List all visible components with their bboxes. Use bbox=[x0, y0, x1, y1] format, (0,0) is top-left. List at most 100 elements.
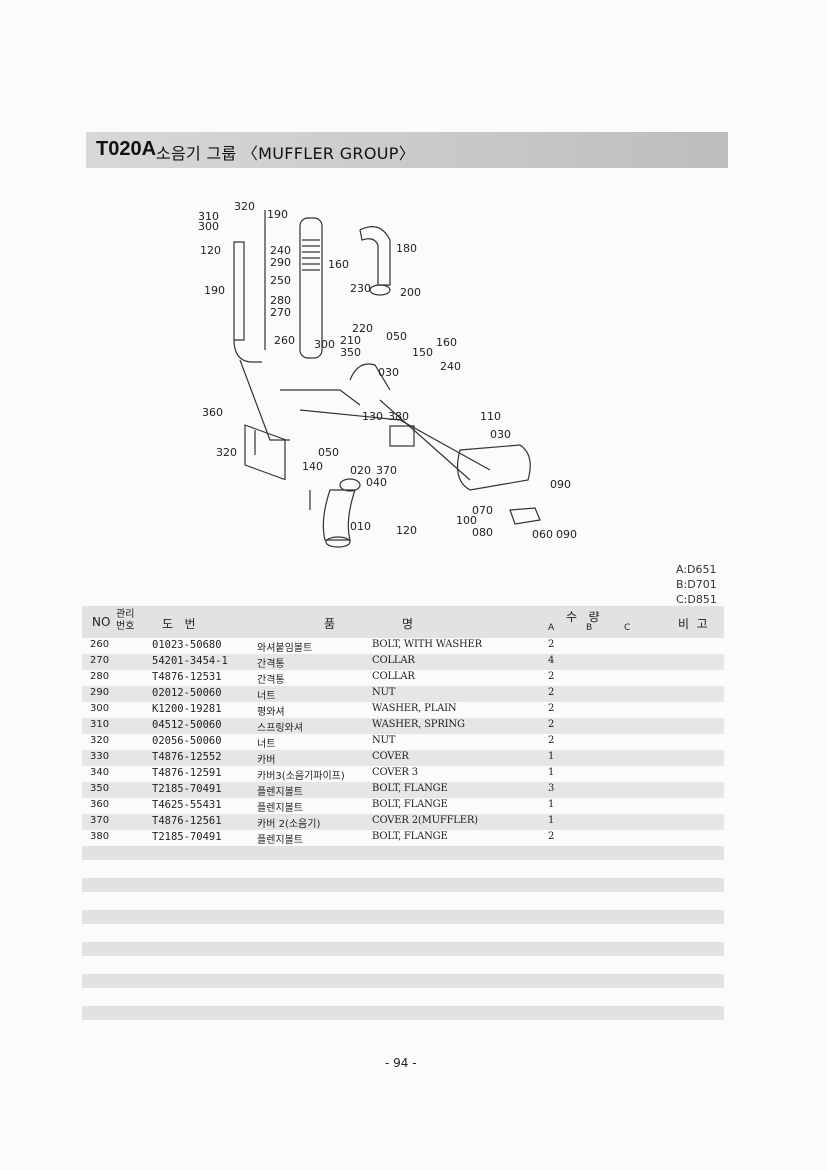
svg-text:310: 310 bbox=[198, 210, 219, 223]
tail-clamp bbox=[369, 284, 391, 296]
svg-text:230: 230 bbox=[350, 282, 371, 295]
svg-text:060: 060 bbox=[532, 528, 553, 541]
page-number: - 94 - bbox=[385, 1056, 417, 1070]
row-english-name: BOLT, WITH WASHER bbox=[372, 639, 482, 650]
row-english-name: COVER 3 bbox=[372, 767, 418, 778]
exhaust-pipe-left bbox=[233, 241, 245, 341]
elbow-pipe bbox=[322, 489, 356, 541]
section-title-bar: T020A 소음기 그룹 〈MUFFLER GROUP〉 bbox=[86, 132, 728, 168]
row-part-number: T4876-12561 bbox=[152, 815, 222, 827]
svg-text:190: 190 bbox=[267, 208, 288, 221]
svg-text:120: 120 bbox=[200, 244, 221, 257]
svg-text:300: 300 bbox=[314, 338, 335, 351]
row-part-number: 54201-3454-1 bbox=[152, 655, 228, 667]
table-row: 300 K1200-19281 평와셔 WASHER, PLAIN 2 bbox=[82, 702, 724, 718]
svg-text:350: 350 bbox=[340, 346, 361, 359]
row-part-number: T4876-12591 bbox=[152, 767, 222, 779]
pipe-curve bbox=[349, 363, 391, 391]
row-korean-name: 카버 2(소음기) bbox=[257, 819, 321, 830]
model-c: C:D851 bbox=[676, 593, 717, 606]
svg-text:110: 110 bbox=[480, 410, 501, 423]
model-a: A:D651 bbox=[676, 563, 717, 576]
svg-text:360: 360 bbox=[202, 406, 223, 419]
bracket-right bbox=[509, 507, 541, 525]
section-code: T020A bbox=[96, 138, 157, 160]
row-qty-a: 2 bbox=[548, 719, 555, 730]
svg-text:020: 020 bbox=[350, 464, 371, 477]
row-no: 330 bbox=[90, 751, 110, 762]
row-qty-a: 2 bbox=[548, 703, 555, 714]
svg-text:370: 370 bbox=[376, 464, 397, 477]
row-qty-a: 2 bbox=[548, 639, 555, 650]
row-korean-name: 플렌지볼트 bbox=[257, 803, 303, 814]
row-korean-name: 카버 bbox=[257, 755, 276, 766]
row-korean-name: 플렌지볼트 bbox=[257, 835, 303, 846]
section-title: 소음기 그룹 〈MUFFLER GROUP〉 bbox=[156, 144, 415, 163]
blank-row-band bbox=[82, 1006, 724, 1020]
svg-text:130: 130 bbox=[362, 410, 383, 423]
svg-text:300: 300 bbox=[198, 220, 219, 233]
svg-text:030: 030 bbox=[490, 428, 511, 441]
row-part-number: K1200-19281 bbox=[152, 703, 222, 715]
svg-text:100: 100 bbox=[456, 514, 477, 527]
blank-row-band bbox=[82, 974, 724, 988]
header-drawing: 도 번 bbox=[162, 617, 196, 631]
row-part-number: 02012-50060 bbox=[152, 687, 222, 699]
table-row: 370 T4876-12561 카버 2(소음기) COVER 2(MUFFLER) 1 bbox=[82, 814, 724, 830]
row-part-number: 01023-50680 bbox=[152, 639, 222, 651]
row-korean-name: 와셔붙임볼트 bbox=[257, 643, 313, 654]
row-no: 360 bbox=[90, 799, 110, 810]
row-part-number: 04512-50060 bbox=[152, 719, 222, 731]
pipe-elbow-left bbox=[233, 339, 262, 363]
muffler-drum bbox=[457, 444, 531, 491]
svg-text:050: 050 bbox=[386, 330, 407, 343]
model-b: B:D701 bbox=[676, 578, 717, 591]
header-qty-a: A bbox=[548, 623, 555, 633]
table-row: 260 01023-50680 와셔붙임볼트 BOLT, WITH WASHER 2 bbox=[82, 638, 724, 654]
row-korean-name: 너트 bbox=[257, 739, 276, 750]
svg-text:150: 150 bbox=[412, 346, 433, 359]
row-no: 300 bbox=[90, 703, 110, 714]
header-name: 명 bbox=[402, 617, 414, 631]
row-qty-a: 2 bbox=[548, 735, 555, 746]
row-korean-name: 너트 bbox=[257, 691, 276, 702]
svg-text:290: 290 bbox=[270, 256, 291, 269]
svg-text:120: 120 bbox=[396, 524, 417, 537]
row-english-name: COVER 2(MUFFLER) bbox=[372, 815, 478, 826]
muffler-tube bbox=[299, 217, 323, 359]
svg-text:070: 070 bbox=[472, 504, 493, 517]
row-no: 370 bbox=[90, 815, 110, 826]
row-korean-name: 카버3(소음기파이프) bbox=[257, 771, 345, 782]
row-english-name: WASHER, PLAIN bbox=[372, 703, 457, 714]
row-no: 290 bbox=[90, 687, 110, 698]
svg-text:210: 210 bbox=[340, 334, 361, 347]
svg-text:240: 240 bbox=[270, 244, 291, 257]
row-part-number: T2185-70491 bbox=[152, 783, 222, 795]
row-no: 350 bbox=[90, 783, 110, 794]
svg-text:220: 220 bbox=[352, 322, 373, 335]
row-korean-name: 간격통 bbox=[257, 675, 285, 686]
svg-text:090: 090 bbox=[550, 478, 571, 491]
row-english-name: BOLT, FLANGE bbox=[372, 799, 448, 810]
svg-text:160: 160 bbox=[436, 336, 457, 349]
svg-text:380: 380 bbox=[388, 410, 409, 423]
row-qty-a: 2 bbox=[548, 671, 555, 682]
blank-row-band bbox=[82, 910, 724, 924]
row-korean-name: 간격통 bbox=[257, 659, 285, 670]
model-legend: A:D651 B:D701 C:D851 bbox=[676, 562, 717, 607]
row-qty-a: 1 bbox=[548, 815, 555, 826]
header-qty-c: C bbox=[624, 623, 631, 633]
row-no: 260 bbox=[90, 639, 110, 650]
row-qty-a: 2 bbox=[548, 831, 555, 842]
svg-text:180: 180 bbox=[396, 242, 417, 255]
header-remark: 비 고 bbox=[678, 617, 708, 631]
tail-pipe bbox=[359, 226, 391, 286]
row-korean-name: 평와셔 bbox=[257, 707, 285, 718]
svg-text:160: 160 bbox=[328, 258, 349, 271]
row-part-number: 02056-50060 bbox=[152, 735, 222, 747]
